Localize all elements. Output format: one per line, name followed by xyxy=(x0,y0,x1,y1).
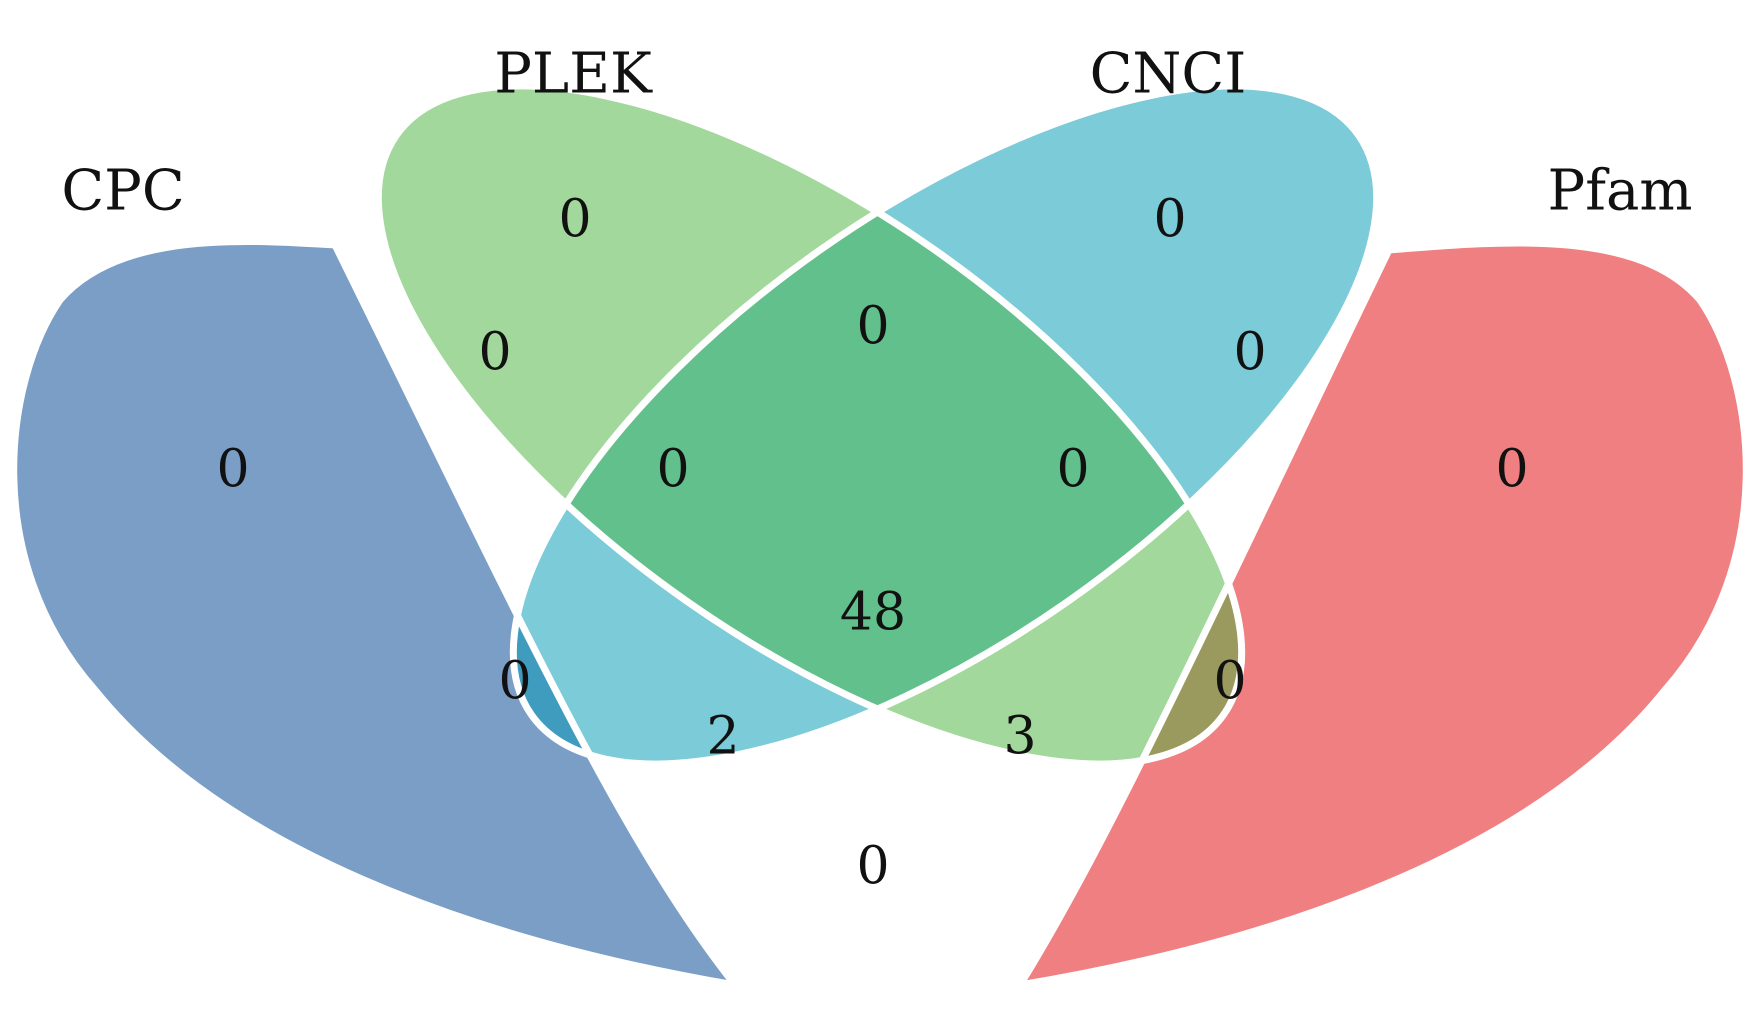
set-label-plek: PLEK xyxy=(494,42,653,107)
count-cpc-cnci: 0 xyxy=(498,652,531,712)
set-label-pfam: Pfam xyxy=(1548,159,1693,224)
set-label-cpc: CPC xyxy=(61,159,184,224)
count-cpc-pfam: 0 xyxy=(856,837,889,897)
count-plek-only: 0 xyxy=(558,190,591,250)
count-pfam-only: 0 xyxy=(1495,440,1528,500)
outline-cnci xyxy=(509,82,1381,768)
count-plek-pfam: 0 xyxy=(1213,652,1246,712)
set-label-cnci: CNCI xyxy=(1090,42,1247,107)
count-plek-cnci: 0 xyxy=(856,297,889,357)
outline-cpc xyxy=(10,237,744,990)
count-cpc-plek-cnci: 0 xyxy=(656,440,689,500)
set-shape-cpc xyxy=(13,241,735,986)
count-cpc-plek: 0 xyxy=(478,323,511,383)
count-all-four: 48 xyxy=(840,583,906,643)
count-plek-cnci-pfam: 0 xyxy=(1056,440,1089,500)
outline-pfam xyxy=(1012,239,1750,990)
count-cnci-pfam: 0 xyxy=(1233,323,1266,383)
outline-plek xyxy=(374,82,1246,768)
count-cpc-only: 0 xyxy=(216,440,249,500)
set-shape-pfam xyxy=(1020,242,1747,985)
count-cpc-cnci-pfam: 2 xyxy=(706,707,739,767)
count-cnci-only: 0 xyxy=(1153,190,1186,250)
count-cpc-plek-pfam: 3 xyxy=(1003,707,1036,767)
